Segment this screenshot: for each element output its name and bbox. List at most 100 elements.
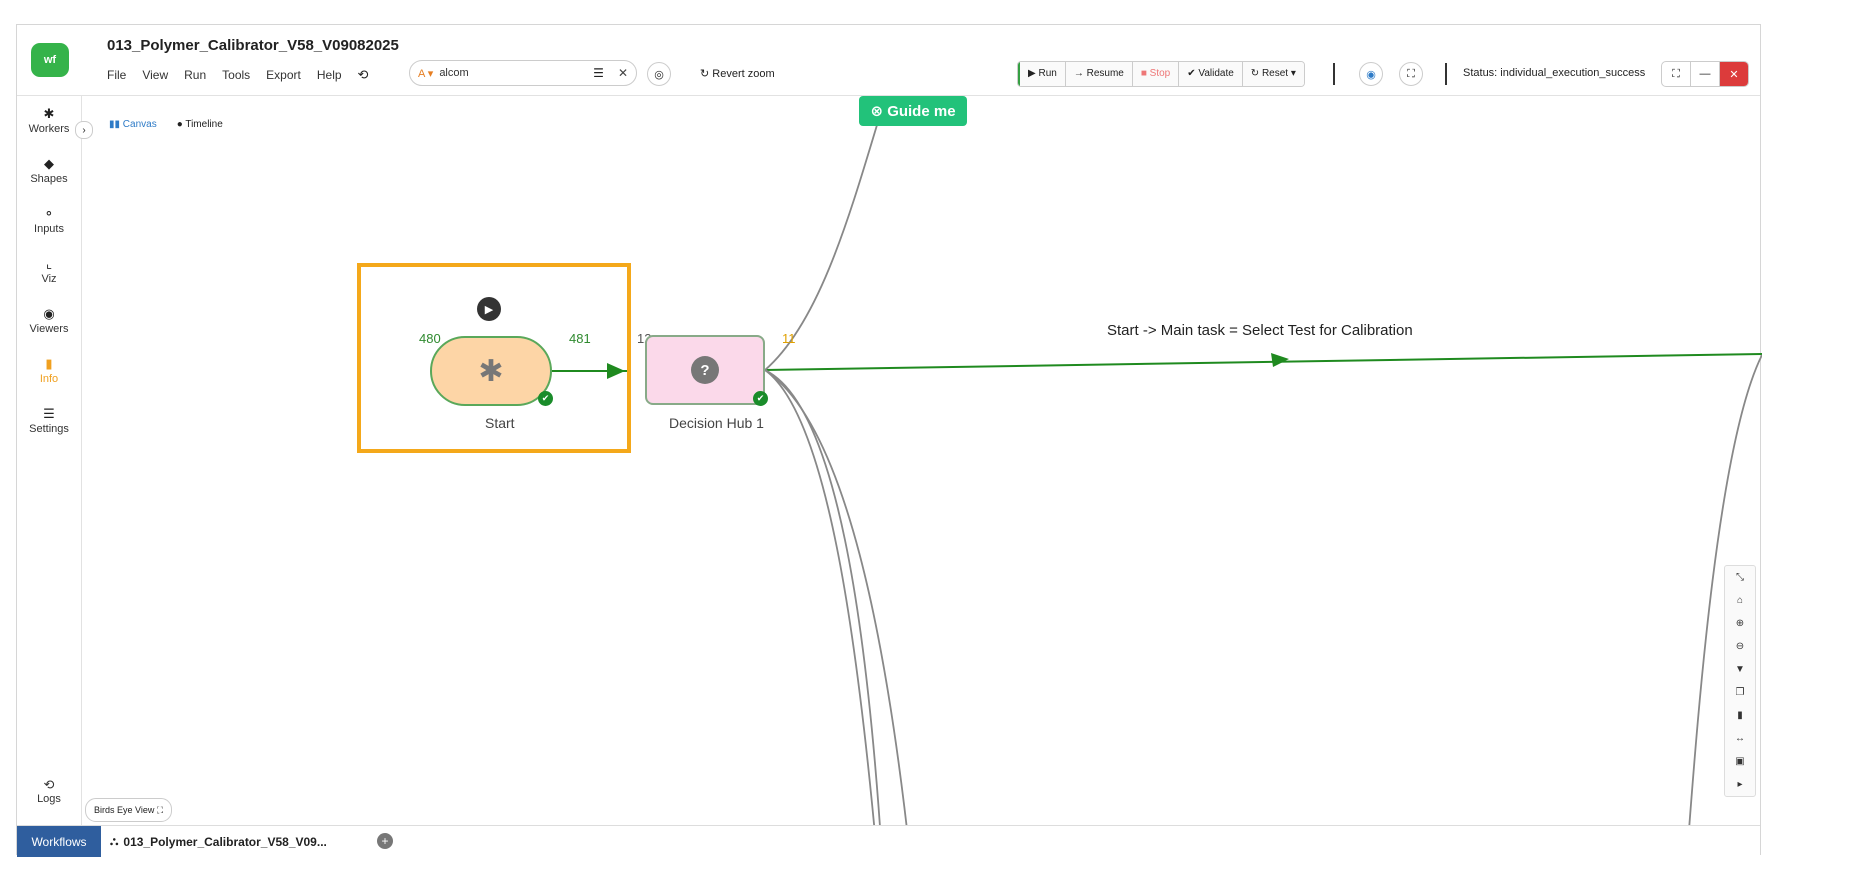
sidebar-expand-chevron-icon[interactable]: ›: [75, 121, 93, 139]
menu-help[interactable]: Help: [316, 68, 342, 82]
close-icon[interactable]: ✕: [1720, 62, 1748, 86]
edge-arrowhead: [607, 363, 625, 379]
eye-icon: ◉: [43, 306, 55, 321]
start-node-label: Start: [485, 415, 515, 431]
revert-zoom-button[interactable]: ↻ Revert zoom: [700, 68, 775, 80]
clear-icon[interactable]: ✕: [617, 66, 628, 80]
edge-main-task: [764, 353, 1762, 371]
search-input[interactable]: A ▾ alcom ☰ ✕: [409, 60, 637, 86]
clock-icon: ●: [176, 119, 186, 130]
sidebar-item-label: Info: [39, 373, 59, 385]
sidebar-item-label: Viewers: [29, 323, 69, 335]
tab-timeline-label: Timeline: [185, 119, 223, 130]
sidebar-item-shapes[interactable]: ◆ Shapes: [17, 156, 81, 186]
chart-icon[interactable]: ◉: [1359, 62, 1383, 86]
guide-me-button[interactable]: ⊗ Guide me: [859, 96, 967, 126]
menu-file[interactable]: File: [107, 68, 127, 82]
stop-button[interactable]: ■ Stop: [1132, 62, 1180, 86]
sidebar-item-label: Workers: [28, 123, 70, 135]
sidebar-item-info[interactable]: ▮ Info: [17, 357, 81, 386]
bar-chart-icon[interactable]: ▮: [1737, 710, 1743, 721]
resume-button[interactable]: → Resume: [1065, 62, 1133, 86]
collapse-icon[interactable]: ⤡: [1736, 572, 1744, 583]
validate-button[interactable]: ✔ Validate: [1179, 62, 1243, 86]
reset-button[interactable]: ↻ Reset ▾: [1242, 62, 1304, 86]
maximize-icon[interactable]: ⛶: [1662, 62, 1691, 86]
home-icon[interactable]: ⌂: [1736, 595, 1744, 606]
layers-icon[interactable]: ❐: [1735, 687, 1745, 698]
sidebar-item-settings[interactable]: ☰ Settings: [17, 407, 81, 436]
sidebar-item-viz[interactable]: ⌞ Viz: [17, 256, 81, 286]
edge-down-3: [764, 369, 911, 856]
edge-main-arrowhead: [1271, 353, 1289, 367]
tab-timeline[interactable]: ● Timeline: [177, 119, 223, 130]
hub-out-port: 11: [782, 331, 796, 346]
logs-label: Logs: [37, 793, 61, 805]
edge-layer: [552, 124, 1762, 856]
window-controls: ⛶ — ✕: [1661, 61, 1749, 87]
workflows-tab[interactable]: Workflows: [17, 826, 101, 857]
sidebar-item-viewers[interactable]: ◉ Viewers: [17, 306, 81, 336]
target-icon[interactable]: ◎: [647, 62, 671, 86]
history-icon[interactable]: ⟲: [357, 67, 369, 82]
play-icon[interactable]: ▶: [477, 297, 501, 321]
edge-guide-up: [764, 124, 878, 371]
filter-icon[interactable]: ▼: [1735, 664, 1745, 675]
fit-width-icon[interactable]: ↔: [1735, 733, 1745, 744]
bottom-tab-bar: Workflows ⛬ 013_Polymer_Calibrator_V58_V…: [17, 825, 1760, 857]
view-tabs: ▮▮ Canvas ● Timeline: [109, 119, 223, 130]
edge-down-2: [764, 369, 878, 856]
filter-icon[interactable]: ☰: [593, 66, 604, 80]
lifebuoy-icon: ⊗: [870, 103, 888, 120]
tab-canvas-label: Canvas: [122, 119, 157, 130]
minimize-icon[interactable]: —: [1691, 62, 1720, 86]
bar-chart-icon: ▮▮: [109, 119, 123, 130]
start-node[interactable]: ✱: [430, 336, 552, 406]
logs-button[interactable]: ⟲ Logs: [17, 777, 81, 805]
asterisk-icon: ✱: [478, 354, 504, 388]
diamond-icon: ◆: [44, 156, 54, 171]
line-chart-icon: ⌞: [45, 256, 53, 271]
basket-icon[interactable]: ▣: [1735, 756, 1745, 767]
sitemap-icon: ⛬: [110, 834, 119, 848]
zoom-out-icon[interactable]: ⊖: [1735, 641, 1745, 652]
menu-tools[interactable]: Tools: [222, 68, 251, 82]
edge-label[interactable]: Start -> Main task = Select Test for Cal…: [1107, 322, 1413, 339]
search-value[interactable]: alcom: [439, 67, 469, 79]
workflow-document-tab[interactable]: ⛬ 013_Polymer_Calibrator_V58_V09...: [110, 826, 327, 857]
guide-me-label: Guide me: [887, 102, 956, 120]
add-tab-icon[interactable]: +: [377, 833, 393, 849]
sidebar-item-label: Viz: [41, 273, 57, 285]
fullscreen-icon[interactable]: ⛶: [1399, 62, 1423, 86]
history-icon: ⟲: [43, 777, 55, 792]
question-icon: ?: [691, 356, 719, 384]
sidebar-item-workers[interactable]: ✱ Workers: [17, 107, 81, 136]
pointer-icon[interactable]: ▸: [1737, 779, 1743, 790]
revert-zoom-label: Revert zoom: [712, 68, 775, 80]
left-sidebar: ✱ Workers ◆ Shapes ⚬ Inputs ⌞ Viz ◉ View…: [17, 95, 82, 827]
edge-right-down: [1686, 354, 1762, 856]
document-tab-label: 013_Polymer_Calibrator_V58_V09...: [123, 834, 327, 849]
menu-run[interactable]: Run: [184, 68, 207, 82]
birds-eye-view-button[interactable]: Birds Eye View ⛶: [85, 798, 173, 822]
sidebar-item-label: Shapes: [30, 173, 68, 185]
status-divider: [1445, 63, 1447, 85]
menu-export[interactable]: Export: [266, 68, 301, 82]
app-window: wf 013_Polymer_Calibrator_V58_V09082025 …: [16, 24, 1762, 857]
menu-view[interactable]: View: [142, 68, 169, 82]
menu-bar: File View Run Tools Export Help ⟲: [107, 67, 384, 83]
search-scope-dropdown[interactable]: A ▾: [418, 67, 434, 80]
tab-canvas[interactable]: ▮▮ Canvas: [109, 119, 157, 130]
execution-status: Status: individual_execution_success: [1463, 67, 1646, 79]
run-button[interactable]: ▶ Run: [1018, 62, 1066, 86]
edge-down-1: [764, 369, 883, 856]
sidebar-item-inputs[interactable]: ⚬ Inputs: [17, 207, 81, 236]
workflow-title: 013_Polymer_Calibrator_V58_V09082025: [107, 37, 399, 54]
start-out-port: 481: [569, 331, 591, 346]
zoom-in-icon[interactable]: ⊕: [1735, 618, 1745, 629]
selection-highlight: [357, 263, 631, 453]
start-in-port: 480: [419, 331, 441, 346]
decision-hub-node[interactable]: ?: [645, 335, 765, 405]
success-check-icon: ✔: [753, 391, 768, 406]
success-check-icon: ✔: [538, 391, 553, 406]
